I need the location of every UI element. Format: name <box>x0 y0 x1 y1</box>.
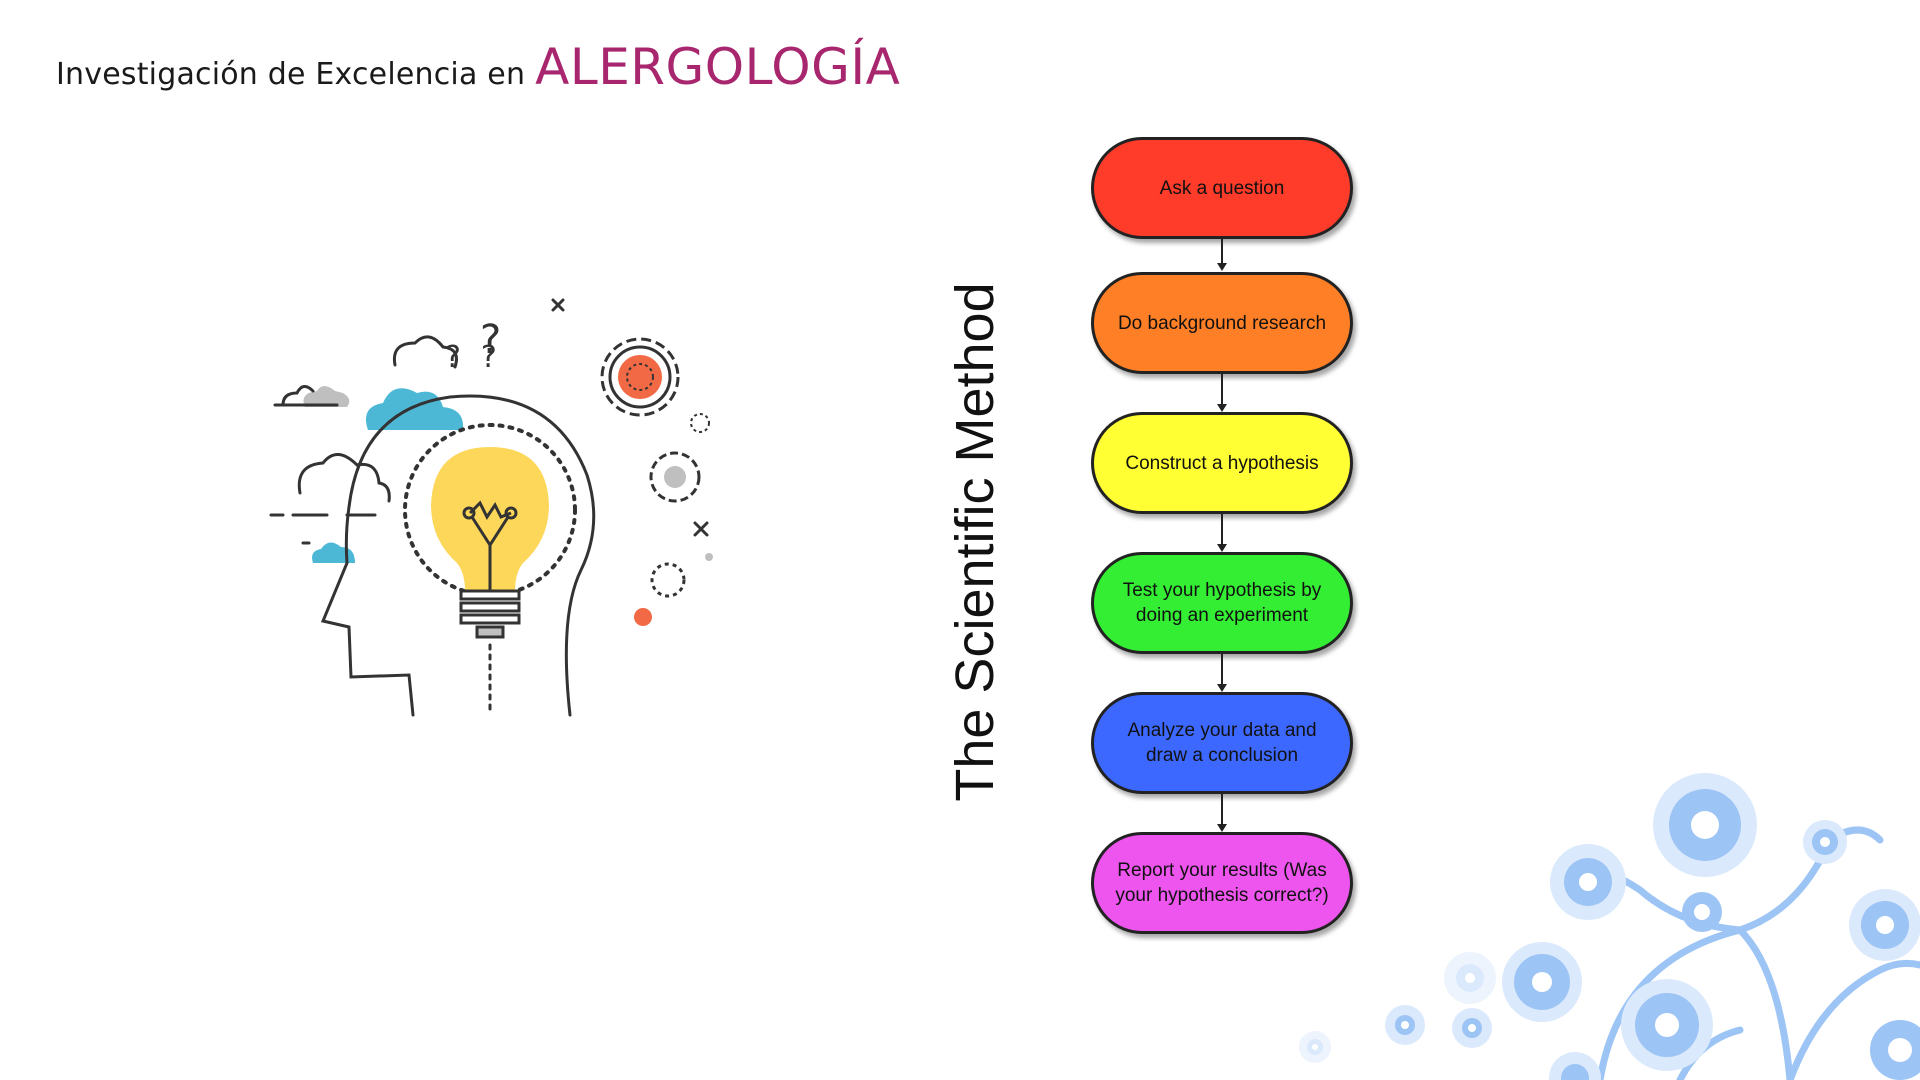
question-marks-icon: ?? <box>445 340 517 375</box>
flow-arrow <box>1217 514 1227 552</box>
flow-arrow <box>1217 654 1227 692</box>
step-background-research: Do background research <box>1091 272 1353 374</box>
step-analyze-data: Analyze your data and draw a conclusion <box>1091 692 1353 794</box>
gear-icon <box>600 337 713 626</box>
flow-arrow <box>1217 374 1227 412</box>
question-mark-icon: ? <box>480 317 501 363</box>
flow-arrow <box>1217 239 1227 271</box>
scientific-method-flowchart: Ask a question Do background research Co… <box>1085 132 1365 942</box>
header-prefix: Investigación de Excelencia en <box>56 57 526 92</box>
flow-arrow <box>1217 794 1227 832</box>
lightbulb-icon <box>431 447 549 639</box>
step-report-results: Report your results (Was your hypothesis… <box>1091 832 1353 934</box>
step-test-hypothesis: Test your hypothesis by doing an experim… <box>1091 552 1353 654</box>
diagram-title: The Scientific Method <box>945 282 1005 802</box>
molecule-branch-decoration-icon <box>1299 773 1920 1080</box>
slide-header: Investigación de Excelencia en ALERGOLOG… <box>56 38 900 98</box>
step-construct-hypothesis: Construct a hypothesis <box>1091 412 1353 514</box>
step-ask-question: Ask a question <box>1091 137 1353 239</box>
head-lightbulb-idea-icon: ? ?? <box>269 298 713 717</box>
header-brand: ALERGOLOGÍA <box>535 38 901 96</box>
